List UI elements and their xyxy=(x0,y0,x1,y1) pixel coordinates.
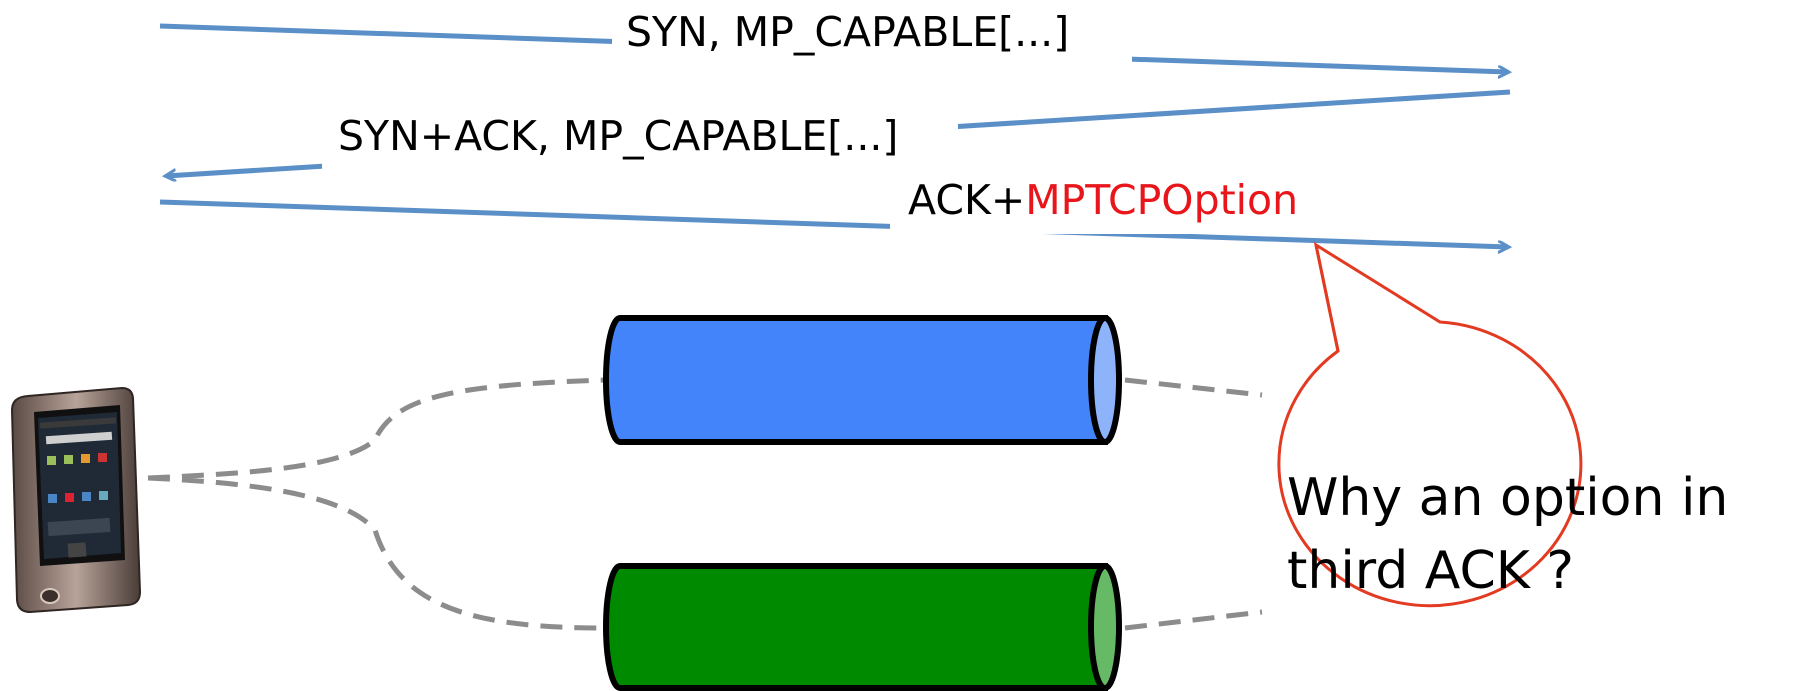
callout-text-line2: third ACK ? xyxy=(1287,541,1574,601)
ack-label-prefix: ACK+ xyxy=(908,176,1025,224)
subflow-path-bottom xyxy=(147,475,606,631)
subflow-path-top xyxy=(147,377,606,481)
synack-label: SYN+ACK, MP_CAPABLE[...] xyxy=(338,112,898,160)
ack-label: ACK+MPTCPOption xyxy=(908,176,1298,224)
subflow-path-bottom-right xyxy=(1124,609,1263,631)
ack-label-bg xyxy=(890,172,1320,234)
subflow-pipe-bottom xyxy=(603,563,1122,691)
callout-bubble xyxy=(1277,241,1583,608)
smartphone-icon xyxy=(10,386,142,614)
callout-text-line1: Why an option in xyxy=(1287,468,1728,528)
syn-label: SYN, MP_CAPABLE[...] xyxy=(626,8,1069,56)
syn-label-bg xyxy=(612,4,1132,64)
subflow-path-top-right xyxy=(1124,377,1263,398)
subflow-pipe-top xyxy=(603,315,1122,445)
synack-label-bg xyxy=(322,104,958,172)
ack-arrow xyxy=(159,199,1508,247)
ack-label-option: MPTCPOption xyxy=(1025,176,1298,224)
